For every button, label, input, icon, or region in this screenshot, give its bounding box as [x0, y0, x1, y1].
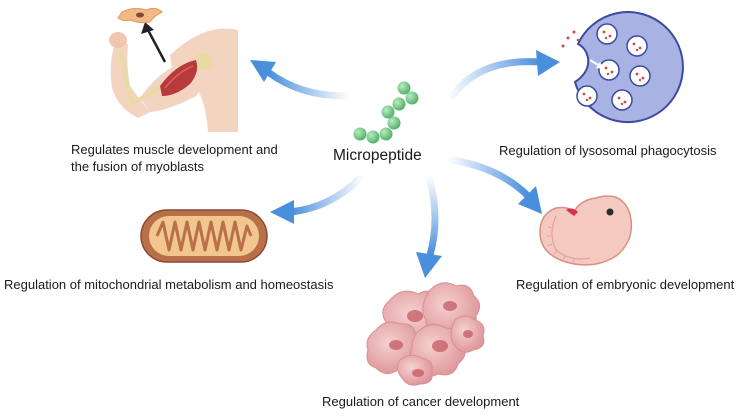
label-mitochondria: Regulation of mitochondrial metabolism a…	[4, 276, 334, 293]
tumor-cells-icon	[366, 282, 485, 386]
label-cancer: Regulation of cancer development	[322, 393, 519, 410]
lysosome-icon	[561, 11, 684, 124]
arrow-to-embryo	[448, 156, 542, 214]
label-lysosome-line-1: Regulation of lysosomal phagocytosis	[499, 143, 717, 158]
arrow-to-muscle	[250, 60, 349, 100]
arrow-to-cancer	[416, 176, 442, 278]
arrow-to-lysosome	[448, 50, 560, 100]
label-muscle-line-1: Regulates muscle development and	[71, 142, 278, 157]
label-cancer-line-1: Regulation of cancer development	[322, 394, 520, 409]
label-embryo-line-1: Regulation of embryonic development	[516, 277, 735, 292]
label-mitochondria-line-1: Regulation of mitochondrial metabolism a…	[4, 277, 334, 292]
center-label: Micropeptide	[333, 147, 422, 164]
label-muscle-line-2: the fusion of myoblasts	[71, 159, 204, 174]
label-muscle: Regulates muscle development and the fus…	[71, 141, 278, 175]
label-lysosome: Regulation of lysosomal phagocytosis	[499, 142, 717, 159]
micropeptide-icon	[353, 81, 419, 144]
embryo-icon	[539, 195, 633, 266]
arm-muscle-icon	[109, 7, 238, 132]
arrow-to-mitochondria	[270, 174, 364, 224]
label-embryo: Regulation of embryonic development	[516, 276, 734, 293]
mitochondrion-icon	[140, 209, 268, 263]
